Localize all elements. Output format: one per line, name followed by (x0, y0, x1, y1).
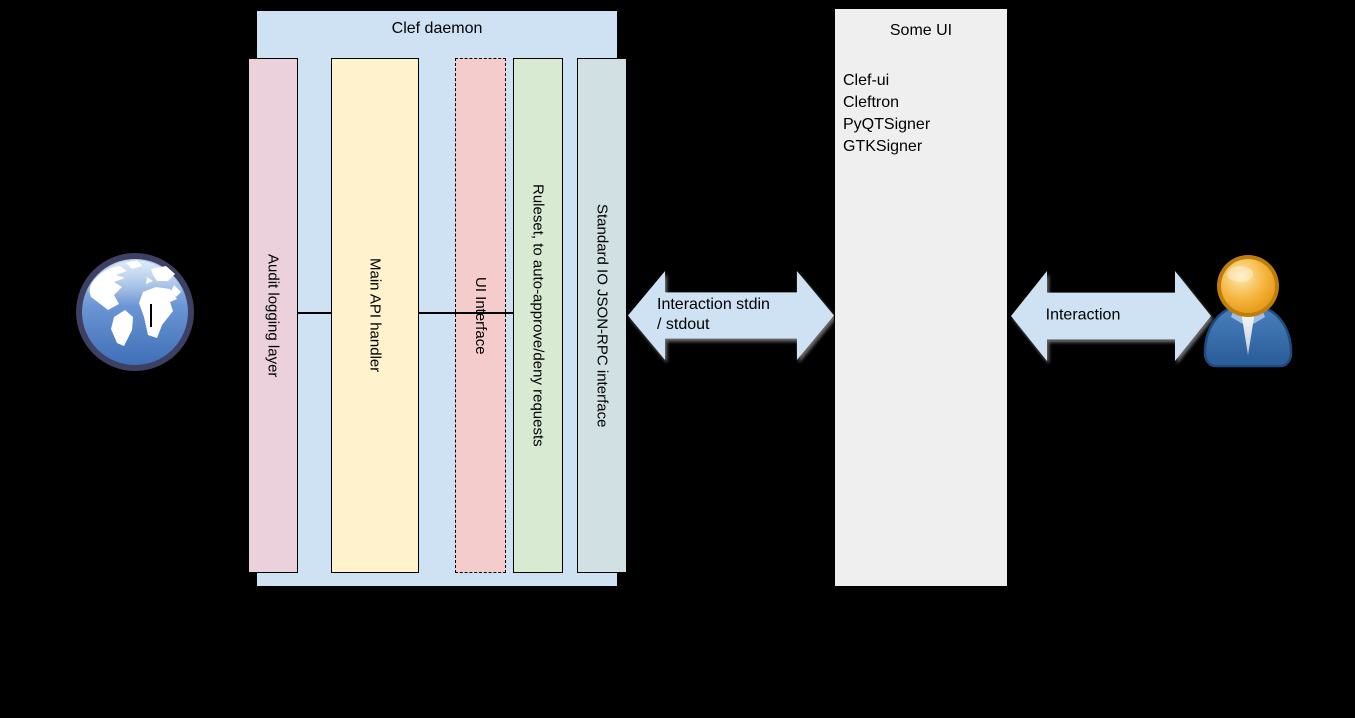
arrow-user-interaction: Interaction (1011, 271, 1211, 361)
arrow-user-interaction-label: Interaction (1045, 306, 1121, 324)
connector-audit-api (297, 312, 332, 314)
layer-stdio-jsonrpc: Standard IO JSON-RPC interface (577, 58, 627, 573)
layer-ruleset-label: Ruleset, to auto-approve/deny requests (529, 184, 547, 447)
layer-main-api-handler: Main API handler (331, 58, 419, 573)
arrow-stdio-interaction-label: Interaction stdin / stdout (657, 295, 770, 334)
clef-daemon-box (256, 10, 618, 587)
some-ui-item: PyQTSigner (843, 116, 931, 133)
some-ui-item: Clef-ui (843, 72, 890, 89)
layer-main-api-handler-label: Main API handler (366, 258, 384, 373)
layer-ui-interface-label: UI Interface (472, 276, 489, 355)
some-ui-box: Some UI Clef-ui Cleftron PyQTSigner GTKS… (834, 8, 1008, 587)
layer-ui-interface: UI Interface (455, 58, 506, 573)
globe-connector-tick (150, 304, 152, 327)
connector-api-ruleset (418, 312, 514, 314)
arrow-stdio-interaction: Interaction stdin / stdout (628, 271, 834, 360)
layer-audit-logging-label: Audit logging layer (264, 253, 282, 378)
user-icon (1203, 255, 1293, 368)
some-ui-item: Cleftron (843, 94, 900, 111)
clef-daemon-title: Clef daemon (391, 20, 483, 37)
layer-audit-logging: Audit logging layer (248, 58, 298, 573)
layer-stdio-jsonrpc-label: Standard IO JSON-RPC interface (593, 203, 611, 428)
some-ui-item: GTKSigner (843, 138, 923, 155)
some-ui-list: Clef-ui Cleftron PyQTSigner GTKSigner (843, 70, 930, 158)
globe-icon (76, 253, 194, 371)
some-ui-title: Some UI (889, 22, 953, 39)
layer-ruleset: Ruleset, to auto-approve/deny requests (513, 58, 563, 573)
